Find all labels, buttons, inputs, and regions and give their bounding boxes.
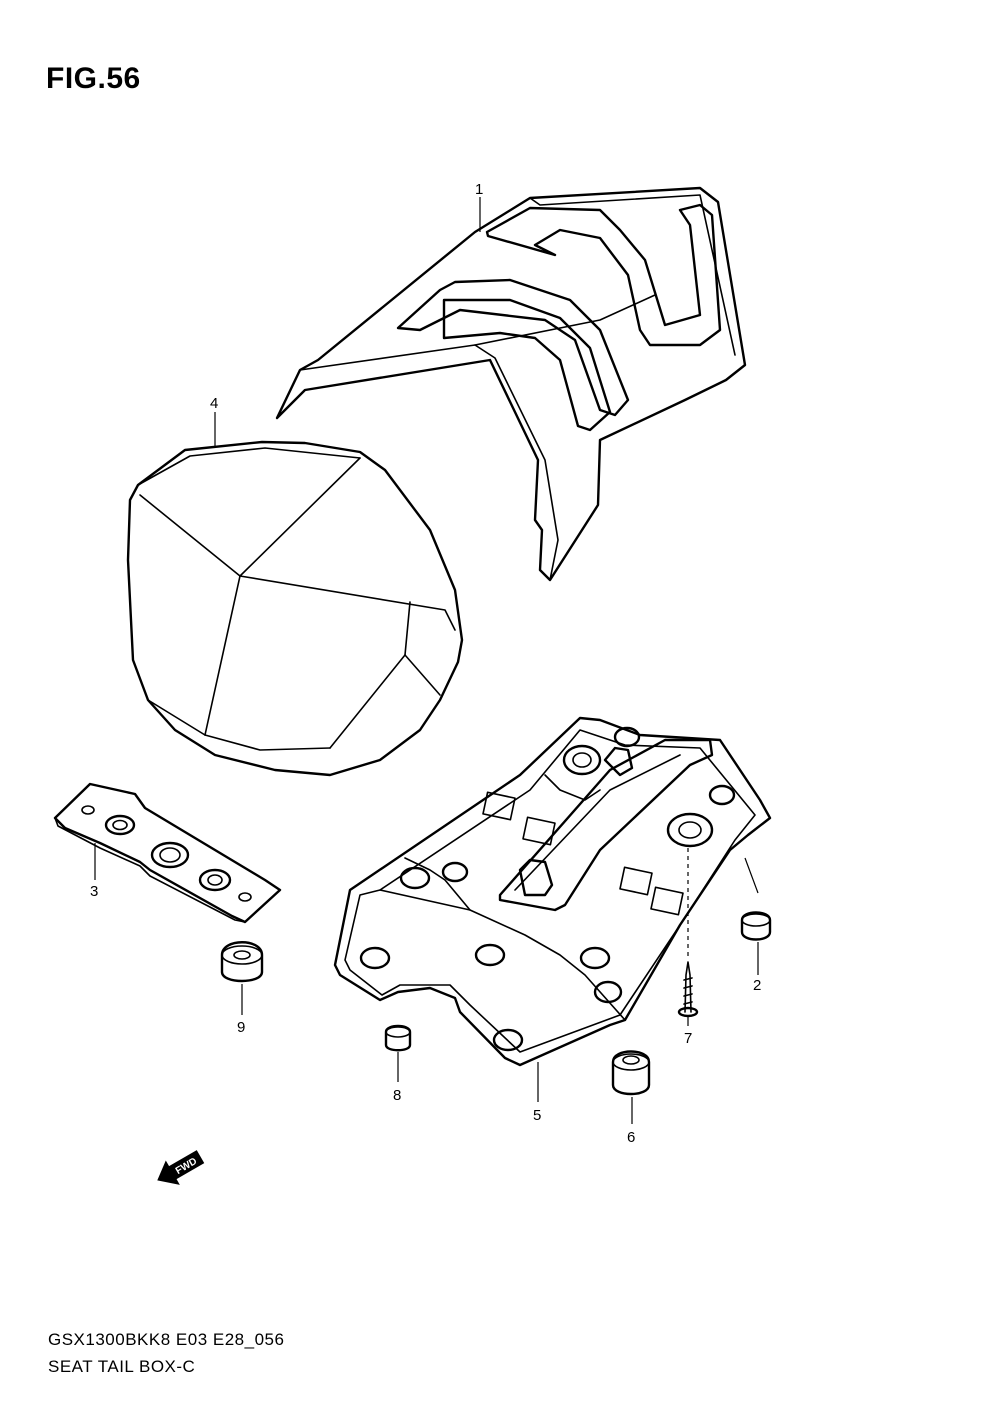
leader-lines (94, 197, 759, 1124)
figure-code: GSX1300BKK8 E03 E28_056 (48, 1330, 285, 1349)
callout-7: 7 (684, 1030, 692, 1047)
part-6-cushion[interactable] (611, 1050, 651, 1096)
part-9-clip-nut[interactable] (220, 941, 264, 983)
callout-3: 3 (90, 883, 98, 900)
part-4-seat[interactable] (126, 440, 464, 777)
part-8-nut[interactable] (384, 1024, 412, 1052)
callout-5: 5 (533, 1107, 541, 1124)
callout-1: 1 (475, 181, 483, 198)
figure-title: FIG.56 (46, 62, 141, 95)
part-1-seat-tail-cover[interactable] (275, 186, 747, 582)
part-2-grommet[interactable] (740, 911, 772, 941)
part-7-screw[interactable] (677, 961, 699, 1018)
fwd-label: FWD (174, 1156, 199, 1177)
fwd-arrow-icon: FWD (157, 1150, 205, 1185)
callout-2: 2 (753, 977, 761, 994)
callout-8: 8 (393, 1087, 401, 1104)
callout-6: 6 (627, 1129, 635, 1146)
callout-4: 4 (210, 395, 218, 412)
callouts: 1 2 3 4 5 6 7 8 9 (90, 181, 761, 1146)
figure-name: SEAT TAIL BOX-C (48, 1357, 196, 1376)
part-3-bracket-plate[interactable] (53, 782, 282, 924)
callout-9: 9 (237, 1019, 245, 1036)
part-5-tail-box-tray[interactable] (333, 716, 772, 1067)
